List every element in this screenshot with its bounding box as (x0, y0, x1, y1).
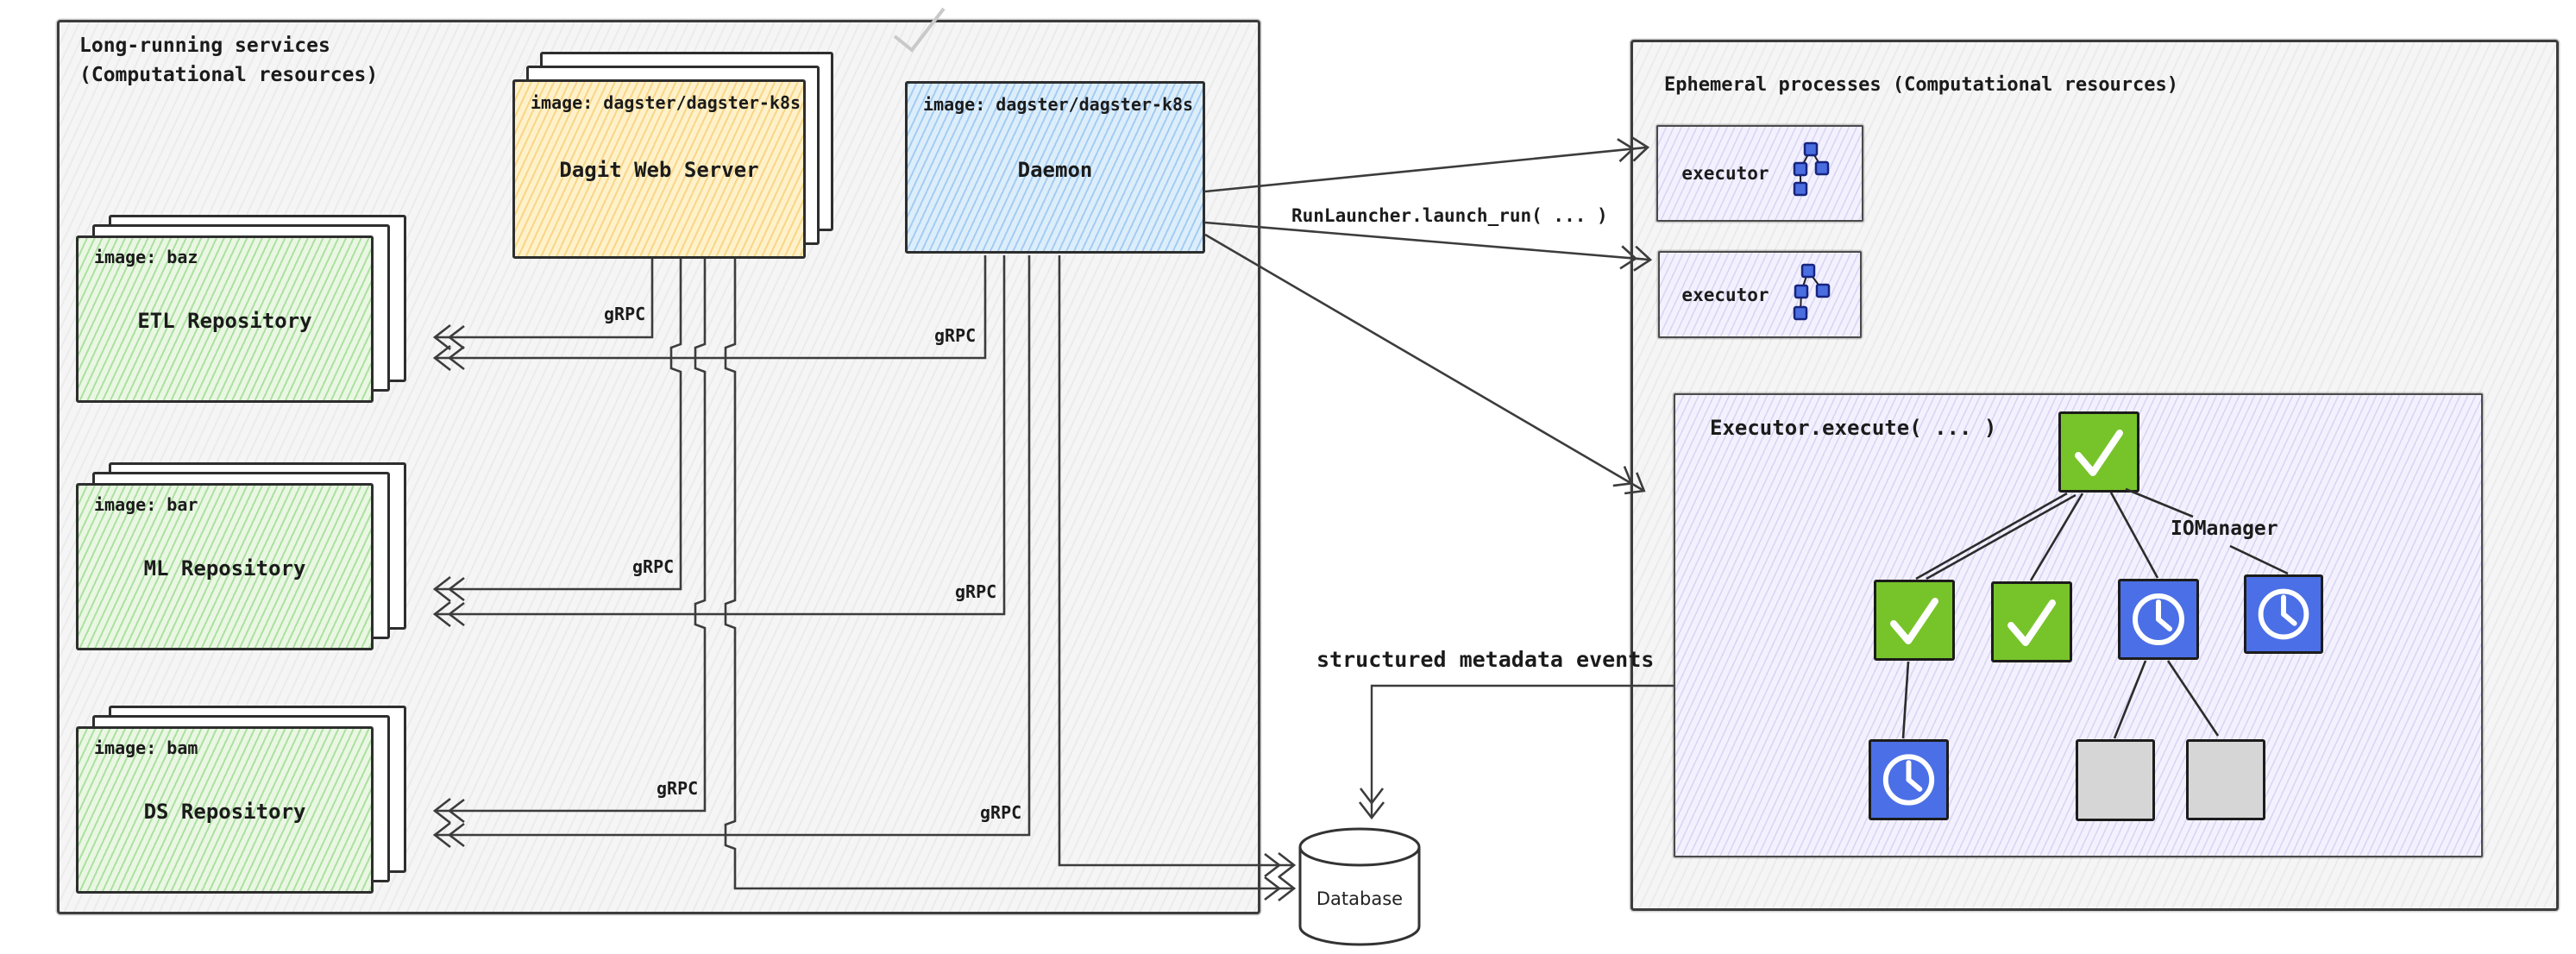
dagit-web-server-box: image: dagster/dagster-k8s Dagit Web Ser… (512, 79, 806, 259)
grpc-label-daemon-ds: gRPC (980, 802, 1022, 823)
daemon-image-label: image: dagster/dagster-k8s (923, 94, 1194, 115)
ds-repo-box: image: bam DS Repository (76, 726, 374, 894)
dag-node-in-progress (1869, 739, 1949, 820)
dag-node-in-progress (2244, 574, 2323, 654)
right-panel-title: Ephemeral processes (Computational resou… (1664, 74, 2179, 96)
grpc-label-dagit-ml: gRPC (632, 556, 675, 577)
check-icon (1890, 598, 1938, 644)
iomanager-label: IOManager (2171, 518, 2278, 540)
executor-2-label: executor (1681, 284, 1769, 305)
arrow-runlauncher-execute-box (1204, 233, 1643, 490)
database-label: Database (1316, 888, 1404, 909)
mini-dag-icon (1793, 141, 1829, 197)
grpc-label-daemon-ml: gRPC (955, 581, 997, 602)
clock-icon (2133, 593, 2184, 645)
dag-node-success (1874, 580, 1955, 661)
run-launcher-label: RunLauncher.launch_run( ... ) (1291, 205, 1608, 226)
executor-box-2: executor (1658, 251, 1862, 338)
dag-node-pending (2186, 739, 2265, 820)
etl-repo-box: image: baz ETL Repository (76, 235, 374, 403)
left-panel-title-line1: Long-running services (79, 35, 330, 57)
grpc-label-dagit-ds: gRPC (657, 778, 699, 799)
dag-node-pending (2076, 739, 2155, 821)
ml-repo-box: image: bar ML Repository (76, 483, 374, 650)
grpc-label-dagit-etl: gRPC (604, 304, 646, 324)
arrow-runlauncher-executor-1 (1204, 147, 1646, 193)
etl-repo-name: ETL Repository (137, 309, 312, 333)
dagit-image-label: image: dagster/dagster-k8s (531, 92, 801, 113)
clock-icon (2258, 588, 2309, 640)
dag-node-root-success (2058, 411, 2139, 493)
arrow-metadata-to-database (1372, 684, 1674, 816)
check-icon (2075, 430, 2123, 476)
metadata-events-label: structured metadata events (1316, 647, 1655, 672)
arrow-runlauncher-executor-2 (1204, 221, 1649, 260)
check-icon (2007, 599, 2056, 646)
dag-node-success (1991, 581, 2072, 662)
left-panel-title-line2: (Computational resources) (79, 64, 379, 86)
mini-dag-icon (1793, 263, 1830, 320)
executor-1-label: executor (1681, 163, 1769, 184)
dag-node-in-progress (2118, 579, 2199, 660)
daemon-name: Daemon (1017, 158, 1093, 182)
daemon-box: image: dagster/dagster-k8s Daemon (905, 81, 1205, 254)
clock-icon (1882, 754, 1935, 806)
ds-repo-name: DS Repository (143, 800, 306, 824)
database-cylinder (1298, 827, 1421, 946)
dagit-name: Dagit Web Server (559, 158, 759, 182)
ml-repo-image-label: image: bar (94, 494, 198, 515)
ml-repo-name: ML Repository (143, 556, 306, 581)
executor-execute-title: Executor.execute( ... ) (1710, 416, 1997, 440)
etl-repo-image-label: image: baz (94, 247, 198, 267)
ds-repo-image-label: image: bam (94, 737, 198, 758)
executor-box-1: executor (1656, 125, 1863, 222)
grpc-label-daemon-etl: gRPC (934, 325, 977, 346)
